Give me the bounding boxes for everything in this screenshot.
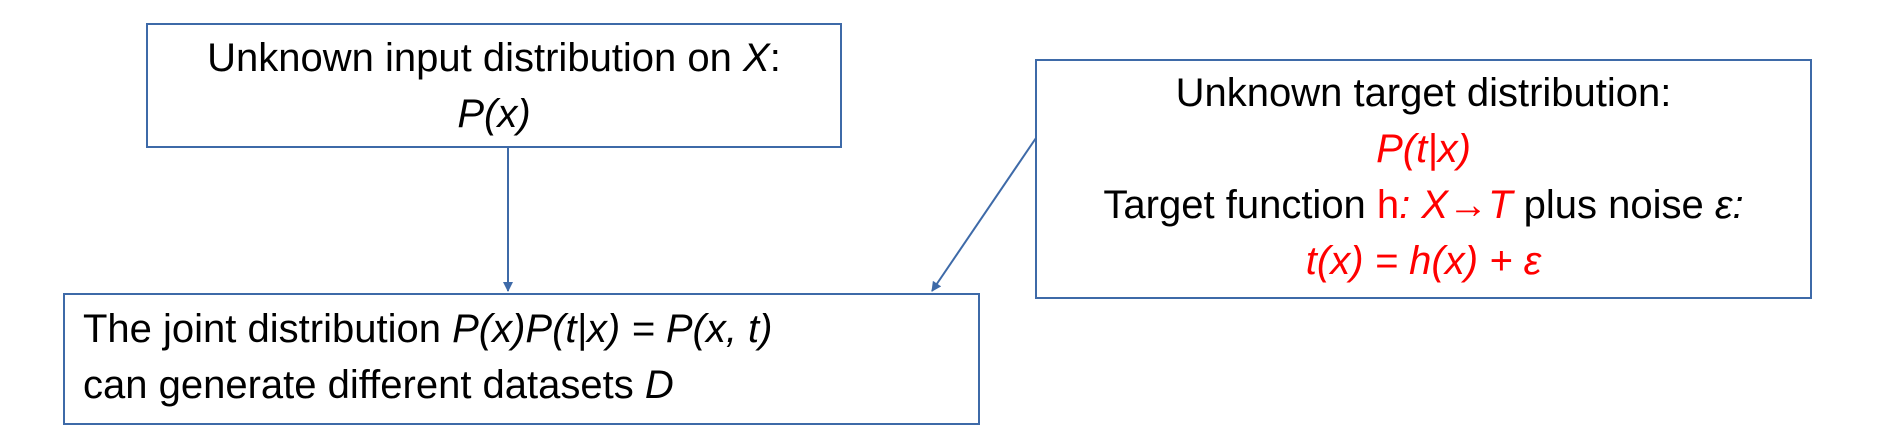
input-box-line-1: Unknown input distribution on X: [148,30,840,86]
input-distribution-box: Unknown input distribution on X: P(x) [146,23,842,148]
plus-noise-label: plus noise [1512,183,1715,227]
arrow-target-to-joint [931,137,1037,292]
joint-distribution-box: The joint distribution P(x)P(t|x) = P(x,… [63,293,980,425]
target-function-mapping: : X→T [1399,183,1513,227]
input-box-colon: : [769,36,781,80]
target-box-title: Unknown target distribution: [1175,71,1672,115]
joint-box-line-2: can generate different datasets D [83,357,978,413]
datasets-label: can generate different datasets [83,363,645,407]
input-space-var: X [743,36,770,80]
target-function-label: Target function [1103,183,1377,227]
noise-symbol: ε: [1714,183,1744,227]
target-equation: t(x) = h(x) + ε [1305,239,1542,283]
target-function-line: Target function h: X→T plus noise ε: [1037,177,1810,233]
dataset-var: D [644,363,674,407]
target-function-name: h [1376,183,1400,227]
joint-box-label: The joint distribution [83,307,453,351]
joint-box-line-1: The joint distribution P(x)P(t|x) = P(x,… [83,301,978,357]
input-distribution-formula: P(x) [457,92,531,136]
input-box-label: Unknown input distribution on [207,36,744,80]
target-distribution-formula: P(t|x) [1376,127,1471,171]
joint-distribution-formula: P(x)P(t|x) = P(x, t) [452,307,773,351]
target-distribution-box: Unknown target distribution: P(t|x) Targ… [1035,59,1812,299]
